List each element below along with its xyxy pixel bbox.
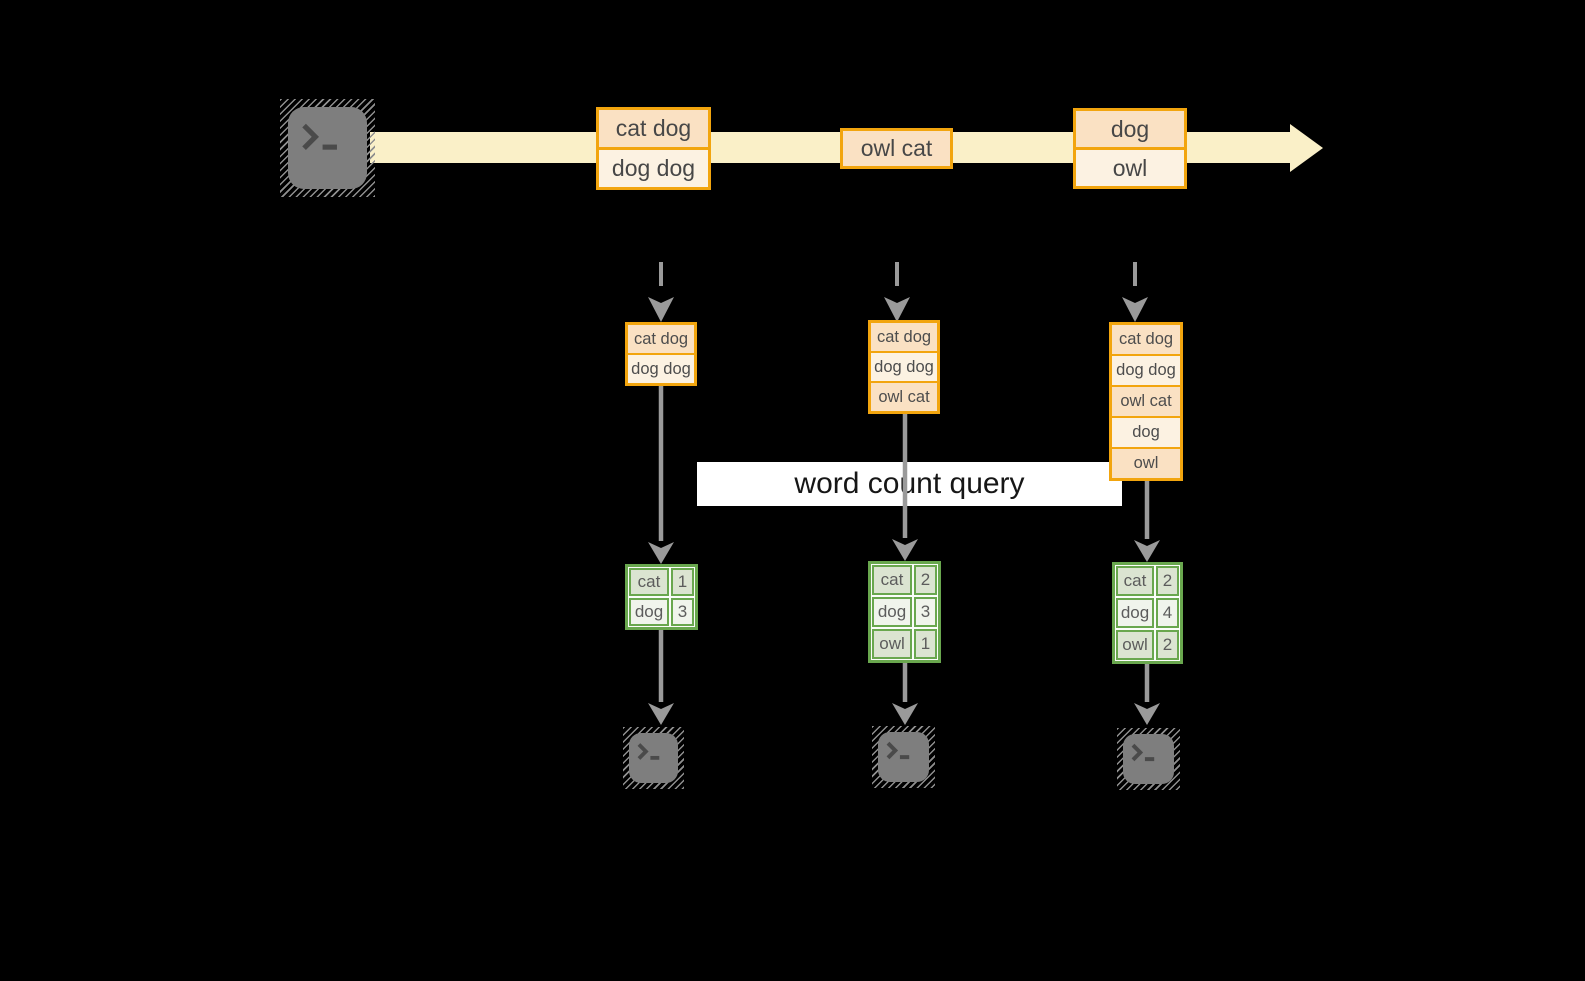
- stream-message-1: cat dog dog dog: [596, 107, 711, 190]
- stream-message-row: dog: [1076, 111, 1184, 147]
- buffer-row: dog dog: [628, 355, 694, 383]
- count-cell: 4: [1156, 598, 1179, 628]
- terminal-icon-body: [288, 107, 367, 189]
- terminal-icon-body: [878, 732, 929, 782]
- stream-message-row: owl: [1076, 150, 1184, 186]
- word-cell: dog: [629, 598, 669, 626]
- terminal-prompt-icon: [637, 743, 660, 760]
- buffer-1: cat dog dog dog: [625, 322, 697, 386]
- terminal-icon: [280, 99, 375, 197]
- terminal-icon: [623, 727, 684, 789]
- terminal-icon-body: [629, 733, 678, 783]
- terminal-prompt-icon: [301, 124, 337, 151]
- count-cell: 2: [1156, 630, 1179, 660]
- count-table-3: cat 2 dog 4 owl 2: [1112, 562, 1183, 664]
- count-table-2: cat 2 dog 3 owl 1: [868, 561, 941, 663]
- buffer-row: cat dog: [871, 323, 937, 351]
- buffer-3: cat dog dog dog owl cat dog owl: [1109, 322, 1183, 481]
- count-cell: 3: [671, 598, 694, 626]
- buffer-row: dog: [1112, 418, 1180, 447]
- buffer-row: dog dog: [871, 353, 937, 381]
- count-table-1: cat 1 dog 3: [625, 564, 698, 630]
- word-cell: owl: [1116, 630, 1154, 660]
- query-label: word count query: [697, 462, 1122, 506]
- buffer-row: owl: [1112, 449, 1180, 478]
- word-cell: dog: [1116, 598, 1154, 628]
- buffer-row: owl cat: [1112, 387, 1180, 416]
- buffer-2: cat dog dog dog owl cat: [868, 320, 940, 414]
- buffer-row: dog dog: [1112, 356, 1180, 385]
- stream-message-row: dog dog: [599, 150, 708, 187]
- buffer-row: cat dog: [1112, 325, 1180, 354]
- count-cell: 1: [671, 568, 694, 596]
- buffer-row: owl cat: [871, 383, 937, 411]
- word-cell: owl: [872, 629, 912, 659]
- stream-message-3: dog owl: [1073, 108, 1187, 189]
- terminal-icon: [1117, 728, 1180, 790]
- word-cell: dog: [872, 597, 912, 627]
- stream-message-2: owl cat: [840, 128, 953, 169]
- stream-message-row: owl cat: [843, 131, 950, 166]
- terminal-prompt-icon: [886, 741, 910, 760]
- terminal-icon-body: [1123, 734, 1174, 784]
- count-cell: 2: [1156, 566, 1179, 596]
- count-cell: 1: [914, 629, 937, 659]
- stream-message-row: cat dog: [599, 110, 708, 147]
- count-cell: 3: [914, 597, 937, 627]
- count-cell: 2: [914, 565, 937, 595]
- terminal-prompt-icon: [1131, 743, 1155, 762]
- buffer-row: cat dog: [628, 325, 694, 353]
- terminal-icon: [872, 726, 935, 788]
- word-cell: cat: [629, 568, 669, 596]
- word-cell: cat: [1116, 566, 1154, 596]
- word-cell: cat: [872, 565, 912, 595]
